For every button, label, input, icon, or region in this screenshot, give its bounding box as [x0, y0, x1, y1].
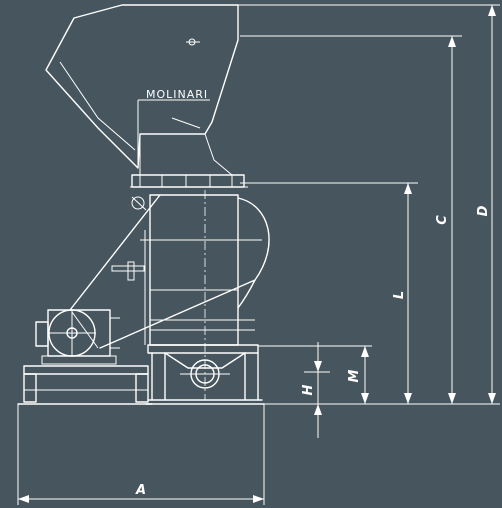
dimension-label-D: D: [476, 205, 491, 216]
dimension-A: A: [18, 483, 264, 503]
dimension-H: H: [301, 342, 322, 438]
belt-guard: [69, 194, 256, 349]
dimension-M: M: [347, 346, 369, 404]
dimension-C: C: [435, 36, 456, 404]
dimension-label-A: A: [135, 483, 146, 498]
motor: [35, 309, 120, 365]
motor-endcap: [35, 321, 49, 347]
dimension-label-C: C: [435, 215, 450, 225]
brand-name: MOLINARI: [146, 88, 208, 101]
dimension-L: L: [392, 183, 412, 404]
dimension-label-M: M: [347, 369, 362, 382]
hopper-flange: [130, 174, 248, 211]
dimension-label-L: L: [392, 291, 407, 299]
cutting-chamber: [111, 194, 270, 346]
hopper: [45, 4, 239, 176]
brand-logo: MOLINARI: [146, 88, 208, 101]
dimension-label-H: H: [301, 384, 316, 395]
base-frame: [17, 344, 265, 405]
handle-knob: [127, 261, 135, 281]
flange-hinge: [131, 196, 145, 210]
dimension-D: D: [476, 5, 496, 404]
extension-lines: [17, 4, 500, 505]
